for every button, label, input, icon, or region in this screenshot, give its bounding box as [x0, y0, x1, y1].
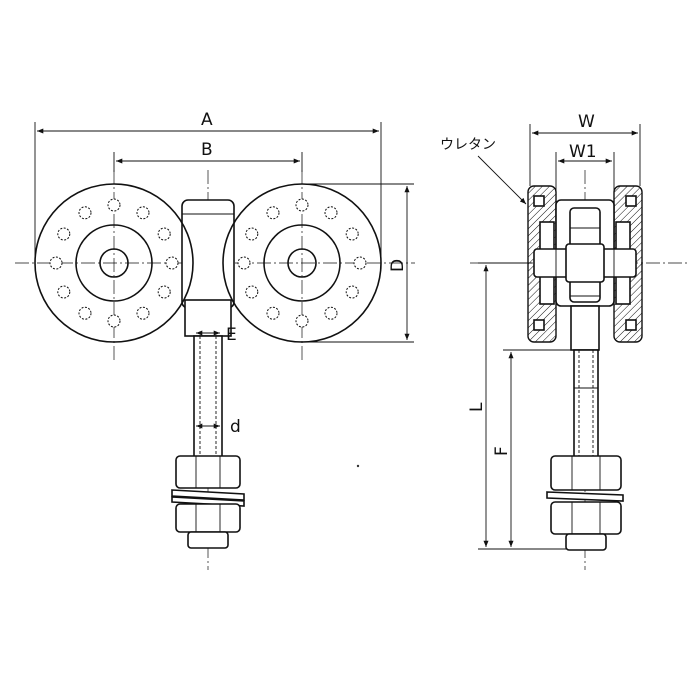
side-view: [470, 170, 690, 570]
dimension-label-d: D: [388, 259, 408, 272]
side-bolt-shaft: [573, 349, 599, 463]
dimension-label-a: A: [201, 110, 213, 130]
stray-dot: [356, 464, 360, 468]
front-lower-nut: [175, 503, 241, 533]
dimension-label-d-small: d: [230, 417, 241, 437]
dimension-label-w1: W1: [569, 142, 597, 162]
front-bolt-shaft: [193, 335, 223, 463]
side-upper-nut: [550, 455, 622, 491]
side-dimensions: W W1 L F ウレタン: [440, 112, 641, 550]
right-wheel-bolt-holes: [237, 198, 367, 328]
dimension-label-b: B: [201, 140, 213, 160]
center-post: [181, 199, 235, 337]
side-neck: [570, 305, 600, 351]
urethane-leader-line: [477, 155, 527, 205]
side-spring-washer: [546, 491, 624, 502]
left-wheel-bolt-holes: [49, 198, 179, 328]
dimension-label-w: W: [578, 112, 595, 132]
dimension-label-e: E: [226, 325, 237, 345]
left-wheel: [34, 183, 194, 343]
side-axle: [533, 243, 637, 283]
front-dimensions: A B D E d: [34, 110, 414, 437]
dimension-label-f: F: [492, 446, 512, 456]
front-view: [15, 170, 415, 570]
urethane-note-label: ウレタン: [440, 137, 496, 153]
dimension-label-l: L: [467, 402, 487, 412]
front-upper-nut: [175, 455, 241, 489]
side-bolt-tip: [565, 533, 607, 551]
side-lower-nut: [550, 501, 622, 535]
front-bolt-tip: [187, 531, 229, 549]
